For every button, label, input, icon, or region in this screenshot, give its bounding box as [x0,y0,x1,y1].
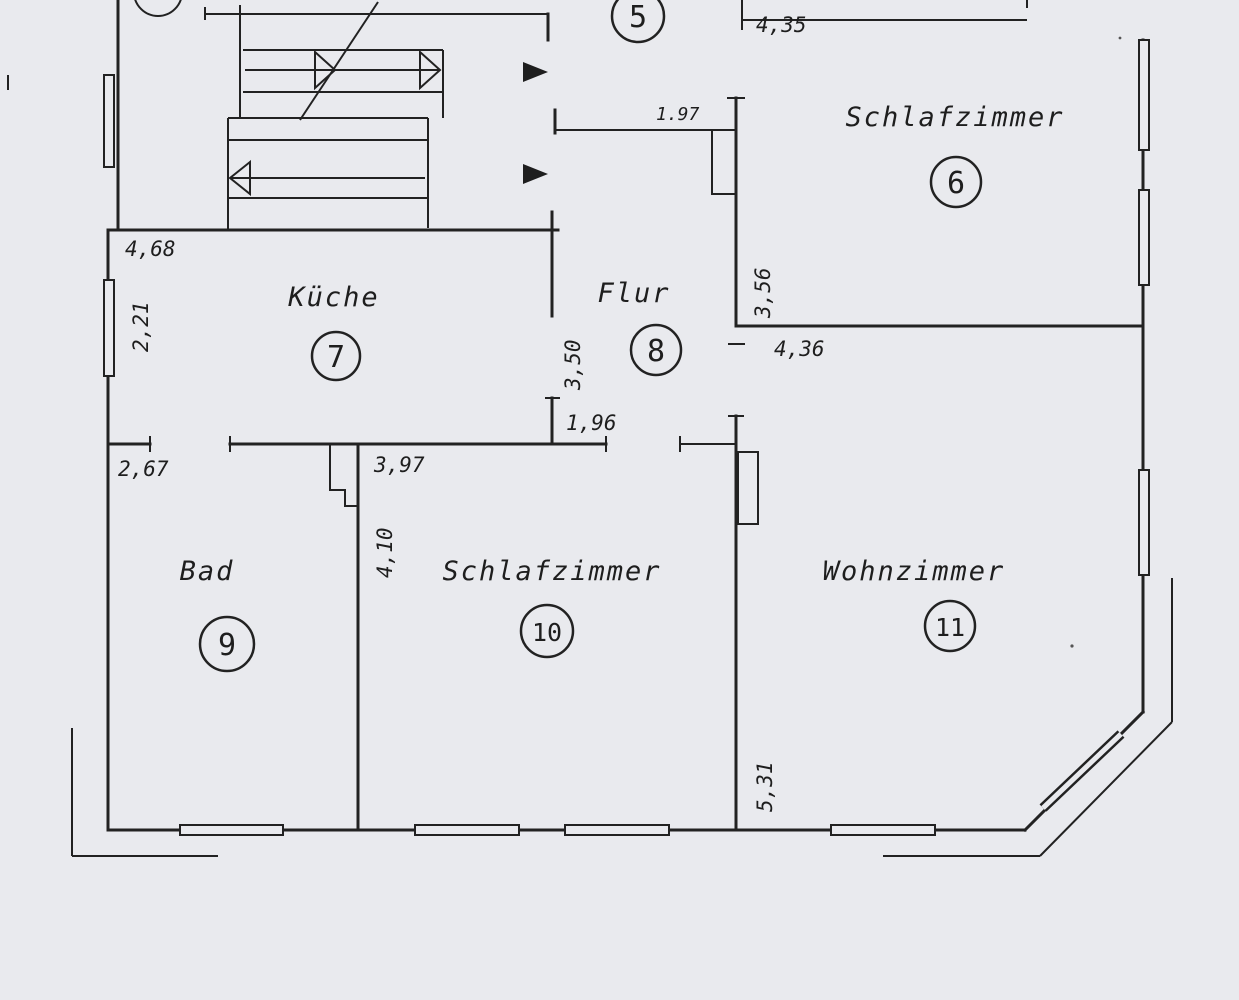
room-9-number: 9 [218,628,236,663]
room-6-number: 6 [947,166,965,201]
room-10-circle [519,603,575,659]
room-5-circle [610,0,666,44]
dim-2-67: 2,67 [118,457,169,481]
room-11-name: Wohnzimmer [823,556,1006,587]
room-10-number: 10 [532,618,562,647]
room-9: Bad 9 [180,556,256,673]
dim-4-35: 4,35 [756,13,807,37]
paper-marks [1070,36,1122,648]
room-6-name: Schlafzimmer [845,102,1064,133]
windows [103,39,1150,836]
room-8: Flur 8 [597,278,683,377]
room-6-circle [929,155,983,209]
dim-1-97: 1.97 [656,104,700,125]
room-7-circle [310,330,362,382]
room-9-circle [198,615,256,673]
room-7-number: 7 [327,340,345,375]
interior-walls [106,0,1145,832]
room-7: Küche 7 [287,282,379,382]
room-8-name: Flur [597,278,670,309]
dimension-labels: 4,35 1.97 4,68 2,21 3,56 3,50 4,36 1,96 … [118,13,825,812]
dim-3-97: 3,97 [373,453,425,477]
dim-4-36: 4,36 [774,337,825,361]
dim-5-31: 5,31 [753,761,777,812]
room-10: Schlafzimmer 10 [442,556,661,659]
room-9-name: Bad [180,556,235,587]
room-6: Schlafzimmer 6 [845,102,1064,209]
room-8-circle [629,323,683,377]
room-11: Wohnzimmer 11 [823,556,1006,653]
room-11-circle [923,599,977,653]
room-5-number: 5 [629,0,647,35]
dim-4-68: 4,68 [125,237,176,261]
room-10-name: Schlafzimmer [442,556,661,587]
staircase [134,0,444,230]
dim-1-96: 1,96 [566,411,617,435]
dim-2-21: 2,21 [129,301,153,352]
room-5: 5 [610,0,666,44]
dim-4-10: 4,10 [373,527,397,578]
dim-3-56: 3,56 [751,267,775,319]
room-11-number: 11 [935,613,965,642]
room-7-name: Küche [287,282,379,313]
room-8-number: 8 [647,334,665,369]
dim-3-50: 3,50 [561,339,585,391]
